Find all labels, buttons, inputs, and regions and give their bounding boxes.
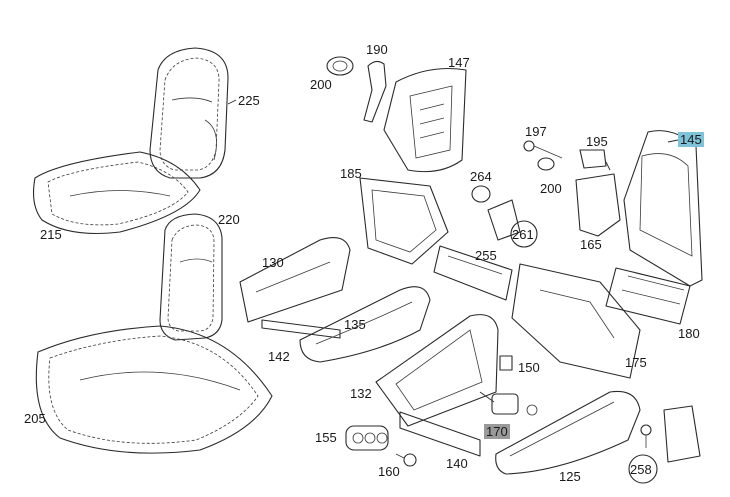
part-205-bench-cushion	[35, 325, 273, 454]
part-132-seat-frame	[375, 314, 499, 427]
part-170-latch	[491, 393, 538, 416]
label-255: 255	[475, 248, 497, 263]
part-258-cap	[663, 405, 701, 463]
label-195: 195	[586, 134, 608, 149]
label-225: 225	[238, 93, 260, 108]
part-125-side-trim	[495, 390, 641, 475]
part-155-button	[345, 425, 389, 451]
part-264-ring	[471, 185, 491, 203]
part-160-screw	[395, 453, 417, 467]
part-215-cushion	[33, 151, 201, 234]
part-150-clip	[499, 355, 513, 371]
part-165-bracket	[575, 173, 621, 237]
part-175-lower-bracket	[511, 263, 641, 379]
label-165: 165	[580, 237, 602, 252]
leader-lines	[227, 99, 679, 403]
part-261-bracket	[487, 199, 538, 248]
part-142-strip	[261, 319, 341, 339]
part-200-knob	[326, 56, 354, 76]
part-195-clip	[579, 149, 607, 169]
part-140-strip	[399, 411, 481, 457]
label-175: 175	[625, 355, 647, 370]
part-130-side-trim	[239, 237, 351, 323]
label-147: 147	[448, 55, 470, 70]
label-197: 197	[525, 124, 547, 139]
label-258: 258	[630, 462, 652, 477]
part-135-cover	[299, 286, 431, 363]
label-185: 185	[340, 166, 362, 181]
label-132: 132	[350, 386, 372, 401]
label-170: 170	[484, 424, 510, 439]
label-200b: 200	[540, 181, 562, 196]
part-200-knob-b	[537, 157, 555, 171]
label-160: 160	[378, 464, 400, 479]
label-220: 220	[218, 212, 240, 227]
label-142: 142	[268, 349, 290, 364]
label-150: 150	[518, 360, 540, 375]
label-215: 215	[40, 227, 62, 242]
part-190-lever	[363, 60, 387, 123]
label-200a: 200	[310, 77, 332, 92]
part-197-screw	[523, 140, 563, 159]
label-180: 180	[678, 326, 700, 341]
label-190: 190	[366, 42, 388, 57]
part-220-rear-backrest	[159, 213, 223, 341]
label-145: 145	[678, 132, 704, 147]
part-180-cover-strip	[605, 267, 691, 325]
label-140: 140	[446, 456, 468, 471]
label-205: 205	[24, 411, 46, 426]
part-185-frame	[359, 177, 449, 265]
label-264: 264	[470, 169, 492, 184]
part-147-back-panel	[383, 67, 467, 173]
label-130: 130	[262, 255, 284, 270]
label-155: 155	[315, 430, 337, 445]
part-225-backrest	[149, 47, 229, 179]
part-255-rail	[433, 245, 513, 301]
part-145-back-shell	[623, 130, 703, 287]
part-258-screw	[628, 424, 658, 484]
label-125: 125	[559, 469, 581, 484]
label-261: 261	[512, 227, 534, 242]
label-135: 135	[344, 317, 366, 332]
